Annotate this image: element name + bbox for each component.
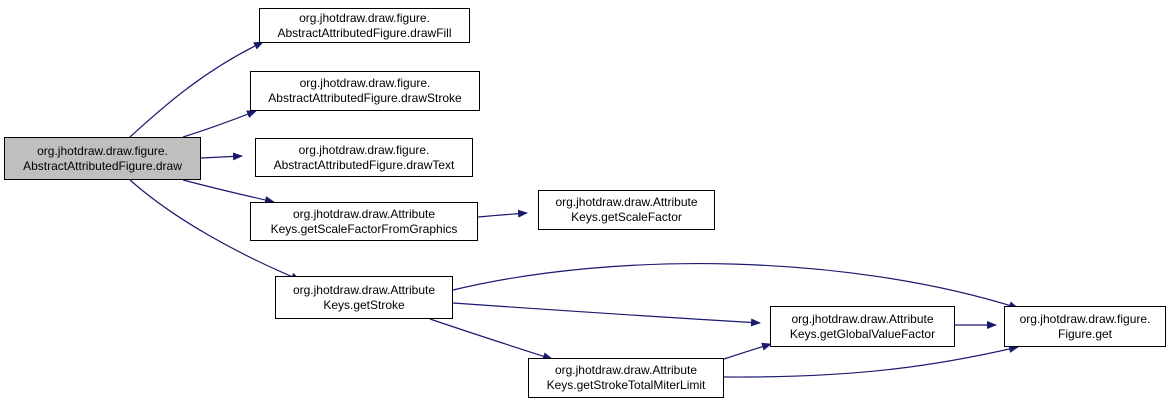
node-line-2: Keys.getGlobalValueFactor [789,326,936,341]
edge-getStrokeTotalMiterLimit-to-figureGet [723,345,1019,378]
node-line-2: Keys.getScaleFactor [571,210,682,224]
node-line-2: Keys.getStrokeTotalMiterLimit [546,378,706,392]
node-attribute-keys-getstroke[interactable]: org.jhotdraw.draw.Attribute Keys.getStro… [275,276,453,319]
node-line-1: org.jhotdraw.draw.figure. [37,143,168,158]
node-line-2: Keys.getScaleFactorFromGraphics [270,221,458,236]
edge-draw-to-drawText [200,152,243,161]
node-line-1: org.jhotdraw.draw.Attribute [791,311,934,326]
node-line-1: org.jhotdraw.draw.figure. [299,10,430,25]
node-abstract-attributed-figure-draw: org.jhotdraw.draw.figure. AbstractAttrib… [4,137,201,180]
node-attribute-keys-getstroketotalmiterlimit[interactable]: org.jhotdraw.draw.Attribute Keys.getStro… [528,358,724,398]
node-line-2: Figure.get [1057,326,1113,341]
node-line-2: AbstractAttributedFigure.drawStroke [268,91,462,105]
node-attribute-keys-getscalefactorfromgraphics[interactable]: org.jhotdraw.draw.Attribute Keys.getScal… [250,202,478,241]
node-line-2: Keys.getStroke [323,297,405,312]
node-abstract-attributed-figure-drawtext[interactable]: org.jhotdraw.draw.figure. AbstractAttrib… [255,138,473,177]
edge-getScaleFactorFromGraphics-to-getScaleFactor [477,209,528,218]
node-line-1: org.jhotdraw.draw.figure. [299,76,431,90]
node-line-2: AbstractAttributedFigure.drawFill [277,25,452,40]
edge-draw-to-drawFill [129,41,264,138]
node-line-1: org.jhotdraw.draw.figure. [1019,311,1151,326]
node-line-1: org.jhotdraw.draw.Attribute [554,363,698,377]
node-line-2: AbstractAttributedFigure.draw [23,158,182,173]
node-abstract-attributed-figure-drawfill[interactable]: org.jhotdraw.draw.figure. AbstractAttrib… [259,8,470,43]
edge-draw-to-getStroke [129,179,301,281]
node-abstract-attributed-figure-drawstroke[interactable]: org.jhotdraw.draw.figure. AbstractAttrib… [250,71,480,111]
node-attribute-keys-getscalefactor[interactable]: org.jhotdraw.draw.Attribute Keys.getScal… [538,190,715,230]
edge-getStrokeTotalMiterLimit-to-getGlobalValueFactor [723,342,772,360]
node-figure-get[interactable]: org.jhotdraw.draw.figure. Figure.get [1004,306,1166,347]
node-line-2: AbstractAttributedFigure.drawText [273,157,455,172]
edge-getStroke-to-getStrokeTotalMiterLimit [429,318,553,361]
node-line-1: org.jhotdraw.draw.figure. [298,142,430,157]
edge-getStroke-to-figureGet [452,262,1019,310]
edge-getStroke-to-getGlobalValueFactor [452,302,761,327]
node-line-1: org.jhotdraw.draw.Attribute [555,195,698,209]
edge-draw-to-getScaleFactorFromGraphics [182,179,275,204]
node-line-1: org.jhotdraw.draw.Attribute [292,282,436,297]
edge-draw-to-drawStroke [182,110,257,138]
node-line-1: org.jhotdraw.draw.Attribute [292,206,436,221]
node-attribute-keys-getglobalvaluefactor[interactable]: org.jhotdraw.draw.Attribute Keys.getGlob… [770,306,955,347]
